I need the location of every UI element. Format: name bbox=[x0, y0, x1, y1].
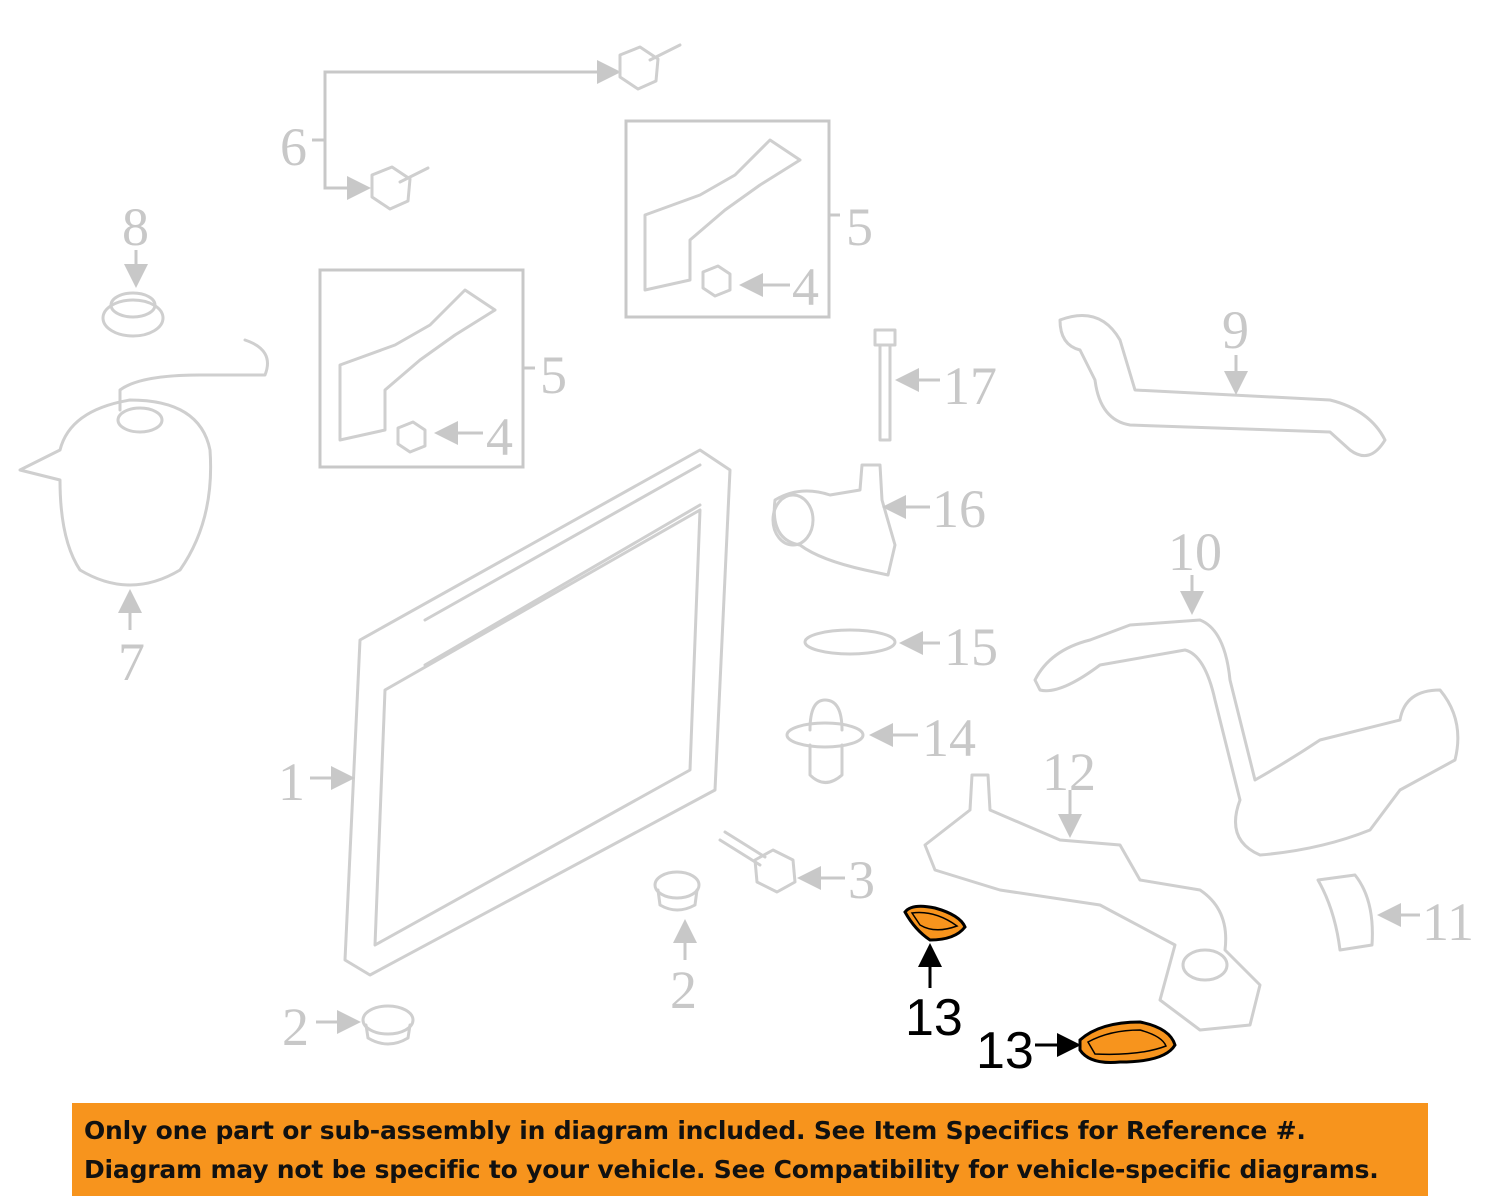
part-6-bolts bbox=[312, 43, 682, 211]
disclaimer-line-1: Only one part or sub-assembly in diagram… bbox=[84, 1116, 1306, 1145]
callout-13-large: 13 bbox=[976, 1022, 1034, 1080]
callout-13-small: 13 bbox=[905, 989, 963, 1047]
part-7-reservoir bbox=[18, 338, 269, 630]
part-5-bracket-lower bbox=[318, 268, 535, 469]
part-16-housing bbox=[771, 463, 930, 577]
part-15-seal bbox=[803, 628, 940, 656]
part-14-thermostat bbox=[785, 698, 918, 784]
part-2-grommet bbox=[316, 870, 701, 1046]
callout-5-upper: 5 bbox=[846, 197, 873, 257]
callout-16: 16 bbox=[932, 479, 986, 539]
part-12-coolant-tube bbox=[923, 773, 1262, 1032]
disclaimer-banner: Only one part or sub-assembly in diagram… bbox=[72, 1103, 1428, 1196]
callout-17: 17 bbox=[943, 356, 997, 416]
part-11-clamp bbox=[1316, 873, 1420, 952]
callout-15: 15 bbox=[944, 617, 998, 677]
disclaimer-line-2: Diagram may not be specific to your vehi… bbox=[84, 1155, 1379, 1184]
callout-10: 10 bbox=[1168, 522, 1222, 582]
callout-4-lower: 4 bbox=[486, 407, 513, 467]
callout-9: 9 bbox=[1222, 300, 1249, 360]
callout-4-upper: 4 bbox=[792, 257, 819, 317]
part-3-bolt bbox=[718, 830, 845, 894]
part-13-gasket-small bbox=[903, 904, 967, 988]
callout-2-center: 2 bbox=[670, 960, 697, 1020]
callout-3: 3 bbox=[848, 850, 875, 910]
callout-5-lower: 5 bbox=[540, 345, 567, 405]
part-5-bracket-upper bbox=[624, 119, 840, 319]
part-8-cap bbox=[101, 250, 165, 338]
callout-8: 8 bbox=[122, 197, 149, 257]
callout-12: 12 bbox=[1042, 742, 1096, 802]
callout-6: 6 bbox=[280, 117, 307, 177]
part-1-radiator bbox=[310, 448, 732, 977]
part-10-hose bbox=[1033, 575, 1460, 857]
part-9-hose bbox=[1058, 314, 1387, 458]
callout-7: 7 bbox=[118, 632, 145, 692]
callout-2-left: 2 bbox=[282, 997, 309, 1057]
callout-14: 14 bbox=[922, 708, 976, 768]
part-13-gasket-large bbox=[1035, 1020, 1177, 1064]
callout-11: 11 bbox=[1422, 892, 1474, 952]
part-17-bolt bbox=[873, 328, 940, 442]
callout-1: 1 bbox=[278, 752, 305, 812]
